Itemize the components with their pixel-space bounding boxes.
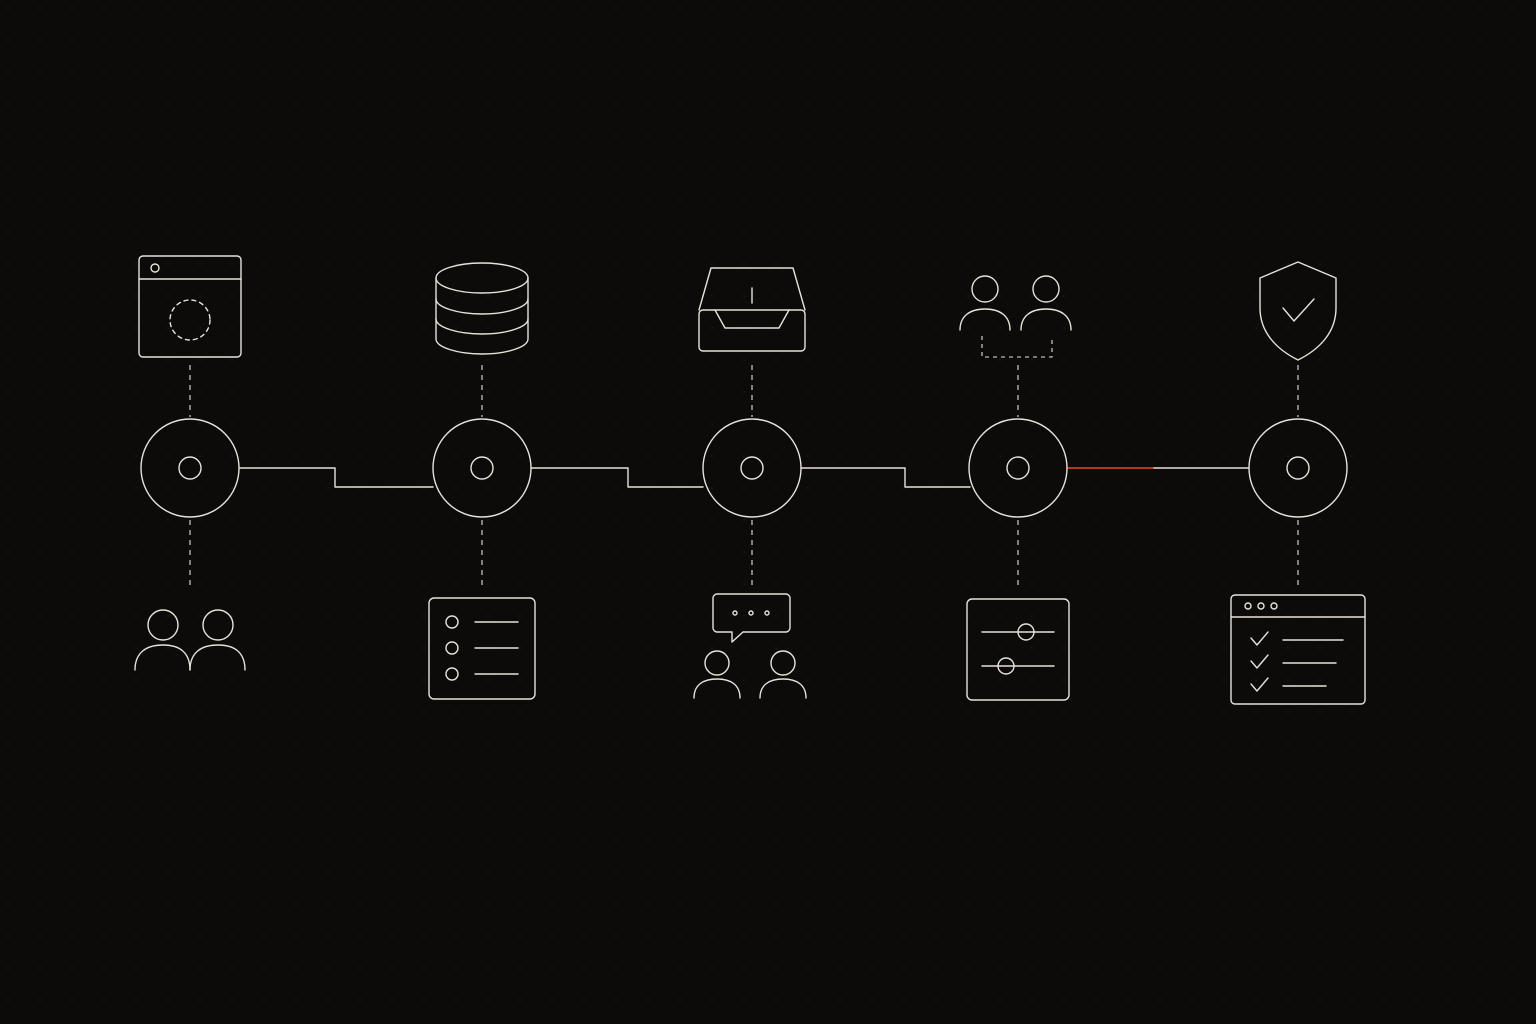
stage-node-5 <box>1248 418 1348 518</box>
connectors <box>239 467 1250 488</box>
list-document-icon <box>428 597 536 700</box>
stage-node-1 <box>140 418 240 518</box>
inbox-tray-icon <box>698 267 806 352</box>
team-group-icon <box>959 275 1072 358</box>
database-icon <box>435 262 529 355</box>
shield-check-icon <box>1259 261 1337 361</box>
users-icon <box>134 609 246 671</box>
connector-3-4 <box>800 467 971 488</box>
checklist-window-icon <box>1230 594 1366 705</box>
stage-node-4 <box>968 418 1068 518</box>
sliders-panel-icon <box>966 598 1070 701</box>
vertical-links <box>189 365 1299 587</box>
connector-2-3 <box>530 467 704 488</box>
stage-node-2 <box>432 418 532 518</box>
users-chat-icon <box>693 593 807 699</box>
stage-node-3 <box>702 418 802 518</box>
browser-window-icon <box>138 255 242 358</box>
connector-1-2 <box>239 467 434 488</box>
